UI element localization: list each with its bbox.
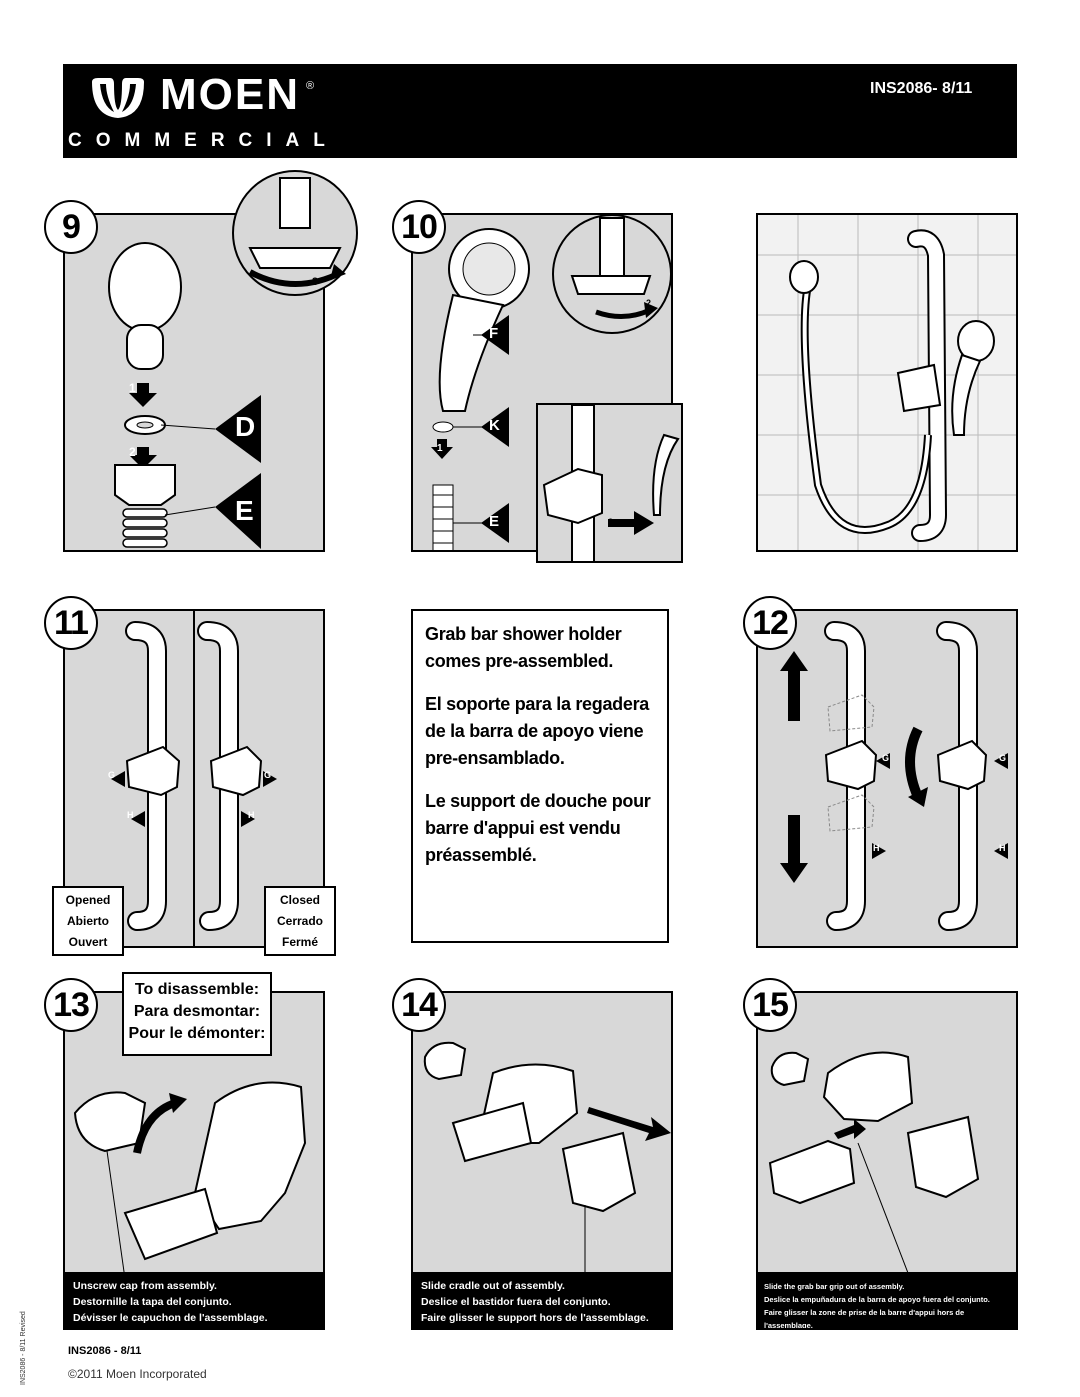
- copyright: ©2011 Moen Incorporated: [68, 1367, 207, 1381]
- step-number-14: 14: [392, 978, 446, 1032]
- caption-13-es: Destornille la tapa del conjunto.: [73, 1296, 232, 1308]
- disasm-en: To disassemble:: [134, 981, 260, 998]
- step-11-label-g2: G: [264, 770, 272, 780]
- step-10-label-2: 2: [646, 298, 652, 308]
- step-9-label-2: 2: [129, 445, 136, 459]
- closed-state-label: Closed Cerrado Fermé: [264, 886, 336, 956]
- pre-assembled-note: Grab bar shower holder comes pre-assembl…: [411, 609, 669, 943]
- step-10-label-1: 1: [437, 443, 443, 454]
- caption-15-fr: Faire glisser la zone de prise de la bar…: [764, 1308, 965, 1330]
- step-number-9: 9: [44, 200, 98, 254]
- step-number-13: 13: [44, 978, 98, 1032]
- note-spanish: El soporte para la regadera de la barra …: [425, 694, 649, 768]
- opened-es: Abierto: [67, 914, 109, 928]
- step-11-label-h2: H: [248, 810, 255, 820]
- disasm-fr: Pour le démonter:: [128, 1025, 266, 1042]
- panel-installed-view: [756, 213, 1018, 552]
- closed-en: Closed: [279, 893, 320, 907]
- step-number-12: 12: [743, 596, 797, 650]
- opened-fr: Ouvert: [68, 935, 108, 949]
- disassemble-title: To disassemble: Para desmontar: Pour le …: [122, 972, 272, 1056]
- panel-step-15: Slide the grab bar grip out of assembly.…: [756, 991, 1018, 1330]
- installed-grab-bar-illustration: [758, 215, 1016, 550]
- doc-number-header: INS2086- 8/11: [870, 80, 973, 97]
- caption-15-en: Slide the grab bar grip out of assembly.: [764, 1282, 905, 1291]
- step-11-illustration: [111, 611, 277, 946]
- caption-15-es: Deslice la empuñadura de la barra de apo…: [764, 1295, 990, 1304]
- step-10-cradle-inset: 3: [536, 403, 683, 563]
- callout-d: D: [235, 411, 256, 442]
- callout-f: F: [489, 325, 499, 342]
- step-9-wrench-inset: [232, 170, 358, 296]
- panel-step-14: Slide cradle out of assembly. Deslice el…: [411, 991, 673, 1330]
- step-12-label-h2: H: [999, 843, 1006, 853]
- step-13-illustration: [73, 1081, 307, 1294]
- step-12-label-h1: H: [873, 843, 880, 853]
- closed-fr: Fermé: [281, 935, 319, 949]
- step-10-wrench-inset: [552, 214, 672, 334]
- step-9-illustration: [108, 242, 261, 549]
- registered-mark: ®: [306, 80, 315, 92]
- closed-es: Cerrado: [276, 914, 323, 928]
- step-12-label-g2: G: [999, 753, 1007, 763]
- step-15-caption: Slide the grab bar grip out of assembly.…: [758, 1272, 1016, 1328]
- step-number-10: 10: [392, 200, 446, 254]
- step-15-illustration: [768, 1051, 980, 1274]
- caption-13-en: Unscrew cap from assembly.: [73, 1280, 217, 1292]
- note-french: Le support de douche pour barre d'appui …: [425, 791, 651, 865]
- opened-state-label: Opened Abierto Ouvert: [52, 886, 124, 956]
- step-12-label-g1: G: [882, 753, 890, 763]
- subbrand: COMMERCIAL: [68, 130, 339, 151]
- step-11-label-g1: G: [108, 770, 116, 780]
- step-number-15: 15: [743, 978, 797, 1032]
- step-12-illustration: [780, 621, 1008, 931]
- header-banner: [63, 64, 1017, 158]
- step-10-illustration: [431, 228, 530, 550]
- caption-14-fr: Faire glisser le support hors de l'assem…: [421, 1312, 649, 1324]
- caption-13-fr: Dévisser le capuchon de l'assemblage.: [73, 1312, 268, 1324]
- disasm-es: Para desmontar:: [133, 1003, 261, 1020]
- callout-e: E: [235, 495, 254, 526]
- step-11-label-h1: H: [127, 810, 134, 820]
- caption-14-en: Slide cradle out of assembly.: [421, 1280, 565, 1292]
- moen-logo-icon: [92, 78, 144, 118]
- brand-name: MOEN: [160, 70, 300, 119]
- step-9-label-3: 3: [312, 276, 319, 288]
- step-14-caption: Slide cradle out of assembly. Deslice el…: [413, 1272, 671, 1328]
- step-13-caption: Unscrew cap from assembly. Destornille l…: [65, 1272, 323, 1328]
- step-number-11: 11: [44, 596, 98, 650]
- panel-step-12: [756, 609, 1018, 948]
- callout-k: K: [489, 417, 500, 434]
- doc-number-footer: INS2086 - 8/11: [68, 1345, 142, 1357]
- side-note: INS2086 - 8/11 Revised: [20, 1311, 27, 1385]
- step-14-illustration: [423, 1041, 671, 1273]
- caption-14-es: Deslice el bastidor fuera del conjunto.: [421, 1296, 611, 1308]
- note-english: Grab bar shower holder comes pre-assembl…: [425, 624, 622, 671]
- panel-step-13: Unscrew cap from assembly. Destornille l…: [63, 991, 325, 1330]
- step-9-label-1: 1: [129, 381, 136, 395]
- opened-en: Opened: [65, 893, 111, 907]
- callout-e-10: E: [489, 513, 500, 530]
- step-10-label-3: 3: [608, 517, 614, 527]
